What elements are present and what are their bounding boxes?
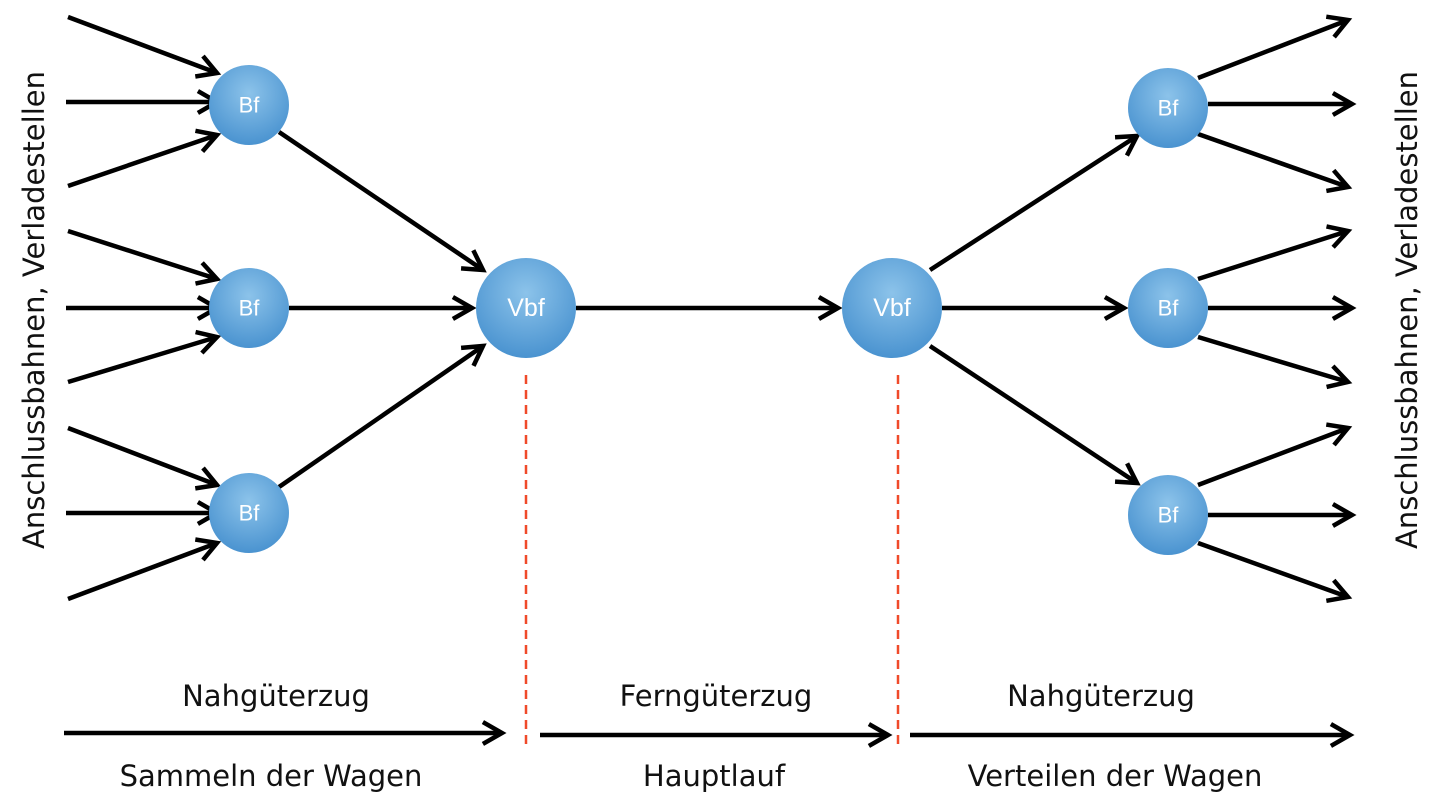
out-arrow <box>1197 224 1353 282</box>
in-arrow <box>67 228 222 286</box>
collect-train-label: Nahgüterzug <box>182 679 370 713</box>
right-side-label: Anschlussbahnen, Verladestellen <box>1390 71 1424 549</box>
out-arrow <box>1208 502 1357 528</box>
arrowhead <box>194 466 222 491</box>
node-label: Bf <box>1158 296 1180 321</box>
arrowhead <box>194 537 222 562</box>
node-label: Bf <box>239 501 261 526</box>
out-arrow <box>1197 334 1353 390</box>
phase-arrow-collect <box>64 720 507 746</box>
left-side-label: Anschlussbahnen, Verladestellen <box>17 71 51 549</box>
arrows-group <box>64 14 1357 748</box>
out-arrow <box>1208 295 1357 321</box>
out-arrow <box>1197 131 1353 194</box>
in-arrow <box>67 537 222 602</box>
arrowhead <box>817 295 843 321</box>
out-arrow <box>1197 14 1353 81</box>
arrowhead <box>1114 462 1141 486</box>
arrowhead <box>481 720 507 746</box>
in-arrow <box>66 89 222 115</box>
main-arrow <box>576 295 843 321</box>
main-description-label: Hauptlauf <box>643 759 786 793</box>
node-bf-left-mid: Bf <box>209 268 289 348</box>
arrowhead <box>1331 295 1357 321</box>
distribute-description-label: Verteilen der Wagen <box>968 759 1263 793</box>
out-arrow <box>1208 91 1357 117</box>
node-label: Bf <box>1158 96 1180 121</box>
out-arrow <box>1197 540 1353 604</box>
arrowhead <box>194 54 222 79</box>
arrowhead <box>1326 224 1353 249</box>
out-arrow <box>1197 422 1353 488</box>
node-label: Vbf <box>873 294 911 322</box>
node-bf-left-bot: Bf <box>209 473 289 553</box>
node-bf-left-top: Bf <box>209 65 289 145</box>
arrowhead <box>1331 502 1357 528</box>
in-arrow <box>66 500 222 526</box>
arrowhead <box>1329 722 1355 748</box>
arrowhead <box>1325 14 1353 39</box>
node-bf-right-bot: Bf <box>1128 475 1208 555</box>
feeder-arrow <box>289 295 477 321</box>
in-arrow <box>67 425 222 491</box>
distribute-train-label: Nahgüterzug <box>1007 679 1195 713</box>
phase-arrow-main <box>540 722 893 748</box>
arrowhead <box>1325 578 1353 604</box>
in-arrow <box>67 14 222 79</box>
distribution-arrow <box>928 344 1141 486</box>
collect-description-label: Sammeln der Wagen <box>120 759 423 793</box>
arrowhead <box>460 343 487 367</box>
node-bf-right-mid: Bf <box>1128 268 1208 348</box>
node-label: Bf <box>239 93 261 118</box>
in-arrow <box>66 295 222 321</box>
arrowhead <box>195 261 222 286</box>
node-vbf-left: Vbf <box>476 258 576 358</box>
feeder-arrow <box>277 130 487 273</box>
arrowhead <box>195 329 222 355</box>
feeder-arrow <box>277 343 487 489</box>
node-label: Vbf <box>507 294 545 322</box>
arrowhead <box>460 249 487 273</box>
node-label: Bf <box>1158 503 1180 528</box>
in-arrow <box>67 128 222 189</box>
arrowhead <box>1325 422 1353 447</box>
arrowhead <box>1103 295 1129 321</box>
arrowhead <box>1325 168 1353 194</box>
distribution-arrow <box>942 295 1129 321</box>
arrowhead <box>1331 91 1357 117</box>
distribution-arrow <box>928 133 1141 272</box>
arrowhead <box>867 722 893 748</box>
node-bf-right-top: Bf <box>1128 68 1208 148</box>
node-vbf-right: Vbf <box>842 258 942 358</box>
main-train-label: Ferngüterzug <box>620 679 813 713</box>
arrowhead <box>451 295 477 321</box>
arrowhead <box>1326 364 1353 390</box>
arrowhead <box>1114 133 1141 157</box>
phase-arrow-distribute <box>910 722 1355 748</box>
node-label: Bf <box>239 296 261 321</box>
in-arrow <box>67 329 222 385</box>
arrowhead <box>194 128 222 154</box>
